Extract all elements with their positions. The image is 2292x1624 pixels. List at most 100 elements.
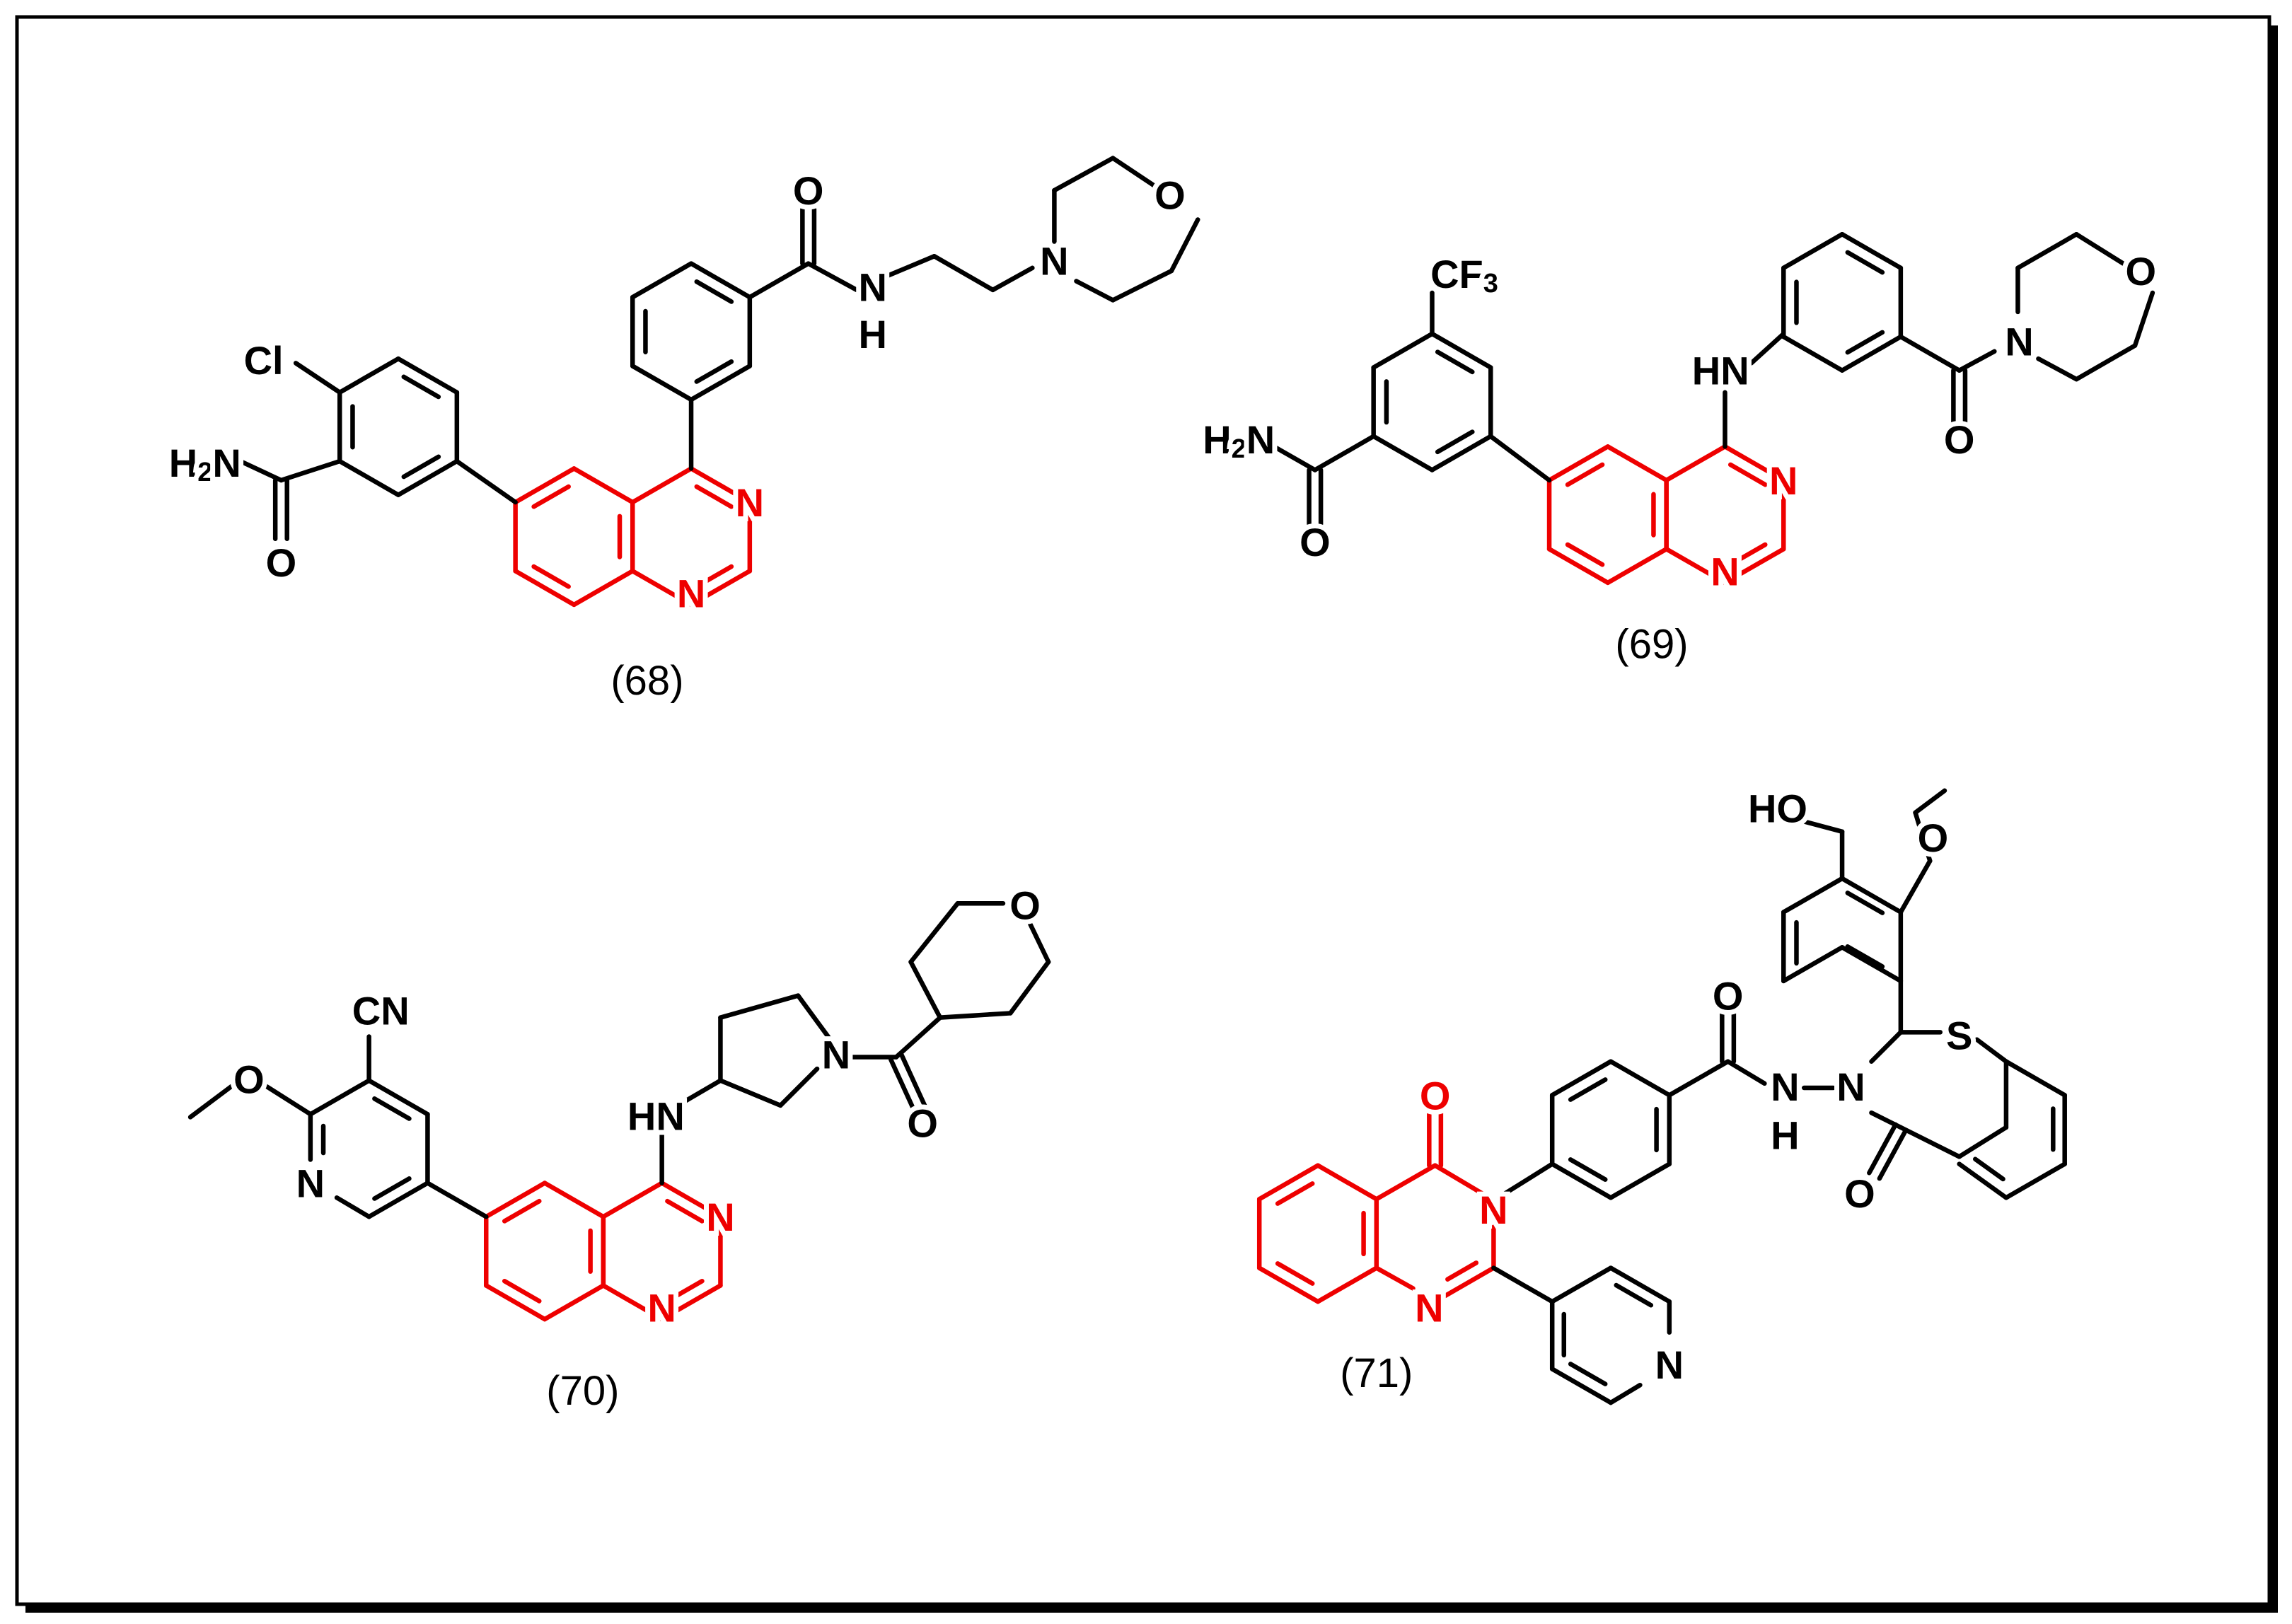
bond <box>279 458 342 483</box>
double-bond-inner <box>665 1198 705 1224</box>
bond <box>454 458 518 505</box>
atom-symbol: CF <box>1430 252 1483 296</box>
bond <box>688 261 753 300</box>
bond <box>2003 1059 2067 1098</box>
bond <box>1256 1163 1321 1202</box>
atom-symbol: N <box>1711 549 1739 593</box>
double-bond-inner <box>1727 462 1768 487</box>
atom-symbol: O <box>2126 248 2157 293</box>
atom-label-nm: N <box>1040 238 1068 283</box>
bond <box>2132 290 2155 348</box>
bond <box>1503 1161 1555 1196</box>
bond <box>908 900 961 965</box>
bond <box>1913 810 1933 864</box>
atom-label-om: O <box>1154 173 1186 217</box>
atom-symbol: N <box>1415 1285 1443 1330</box>
bond <box>483 1181 548 1219</box>
bond <box>1667 1059 1730 1098</box>
bond <box>688 466 753 505</box>
double-bond-inner <box>1435 349 1475 375</box>
bond <box>1839 876 1904 915</box>
double-bond-inner <box>1565 462 1605 487</box>
bond <box>483 1283 548 1322</box>
atom-symbol: Cl <box>244 338 284 383</box>
atom-label-om: O <box>2126 248 2157 293</box>
bond <box>1442 1265 1496 1299</box>
atom-label-ot: O <box>1844 1171 1875 1216</box>
double-bond-inner <box>1727 542 1768 567</box>
bond <box>337 356 401 395</box>
bond <box>1749 331 1786 366</box>
atom-label-n1: N <box>1769 458 1798 502</box>
double-bond-inner <box>694 484 734 509</box>
atom-symbol: N <box>1771 1064 1799 1108</box>
bond <box>1549 1161 1614 1200</box>
bond <box>542 1283 606 1322</box>
bond <box>1312 434 1376 472</box>
bond <box>718 1078 783 1108</box>
atom-symbol: N <box>2005 319 2033 364</box>
bond <box>2036 356 2079 382</box>
atom-symbol: N <box>1040 238 1068 283</box>
bond <box>659 1181 723 1219</box>
bond <box>1608 1059 1672 1098</box>
atom-symbol: N <box>647 1285 676 1330</box>
atom-subscript: 3 <box>1483 269 1498 298</box>
atom-label-hn: HN <box>1692 348 1749 393</box>
bond <box>1430 331 1493 370</box>
bond <box>747 261 811 300</box>
compound-label: (69) <box>1615 621 1688 667</box>
atom-label-nh_h: H <box>858 311 886 356</box>
atom-label-ome: O <box>1918 816 1949 860</box>
bond <box>601 1181 664 1219</box>
bond <box>1898 1125 1962 1159</box>
atom-label-n1: N <box>706 1195 734 1239</box>
atom-symbol: H <box>169 441 197 485</box>
bond <box>2074 343 2138 382</box>
atom-label-ome: O <box>233 1057 265 1101</box>
atom-label-h2n: H2N <box>169 441 241 488</box>
bond <box>1430 434 1493 472</box>
bond <box>293 361 342 395</box>
atom-label-npyr: N <box>822 1032 850 1077</box>
atom-label-oc: O <box>907 1101 938 1145</box>
bond <box>1608 1265 1672 1304</box>
double-bond-inner <box>694 564 734 589</box>
double-bond-inner <box>531 564 571 589</box>
bond <box>1169 217 1200 274</box>
atom-symbol: N <box>706 1195 734 1239</box>
bond <box>1725 1059 1767 1086</box>
atom-label-oamide: O <box>1713 973 1744 1018</box>
atom-label-oq: O <box>1420 1073 1451 1118</box>
bond <box>1074 279 1116 303</box>
atom-symbol: O <box>1713 973 1744 1018</box>
bond <box>1491 1265 1555 1304</box>
double-bond-inner <box>401 374 441 400</box>
bond <box>1839 231 1904 271</box>
bond <box>1869 1030 1904 1064</box>
compound-label: (70) <box>546 1368 619 1414</box>
double-bond-inner <box>1275 1261 1315 1286</box>
bond <box>718 993 801 1020</box>
bond <box>778 1066 820 1108</box>
bond <box>395 458 460 497</box>
atom-symbol: O <box>907 1101 938 1145</box>
bond <box>1110 156 1159 190</box>
bond <box>1549 1059 1614 1098</box>
atom-symbol: HO <box>1748 786 1807 830</box>
double-bond-inner <box>1614 1282 1654 1308</box>
atom-symbol: HN <box>627 1094 685 1138</box>
bond <box>1913 788 1947 816</box>
bond <box>334 1195 371 1219</box>
bond <box>1374 1163 1437 1202</box>
atom-symbol: O <box>1300 519 1331 564</box>
atom-label-hn: HN <box>627 1094 685 1138</box>
bond <box>1110 268 1174 303</box>
bond <box>886 254 937 278</box>
atom-label-npy: N <box>296 1161 325 1205</box>
atom-label-oc: O <box>1944 417 1975 462</box>
atom-symbol: H <box>858 311 886 356</box>
bond <box>601 1283 664 1322</box>
